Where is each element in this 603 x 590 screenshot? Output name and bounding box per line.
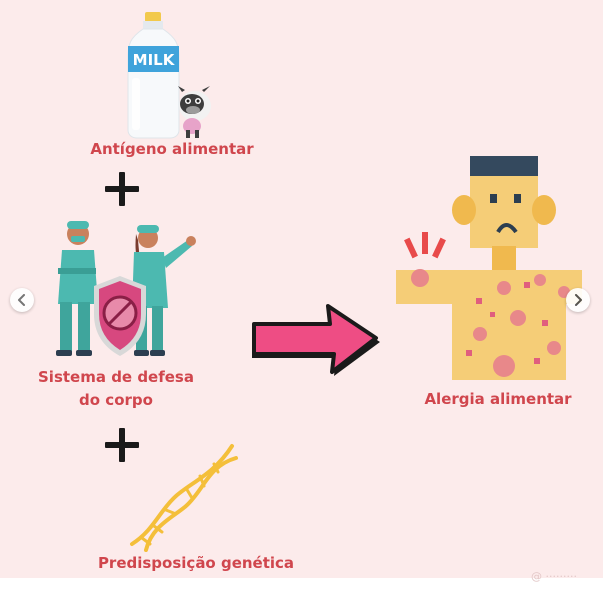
plus-icon xyxy=(105,172,139,206)
carousel-prev-button[interactable] xyxy=(10,288,34,312)
genetics-label: Predisposição genética xyxy=(97,554,295,572)
defense-label-line2: do corpo xyxy=(79,391,153,409)
watermark-text: @ ········· xyxy=(531,570,577,583)
chevron-right-icon xyxy=(575,294,582,306)
carousel-next-button[interactable] xyxy=(566,288,590,312)
carousel-slide: MILK Antígeno alimentar xyxy=(0,0,603,578)
dna-helix-icon xyxy=(130,444,238,552)
immune-defense-illustration xyxy=(56,221,196,356)
allergic-person-illustration xyxy=(396,156,582,380)
defense-label-line1: Sistema de defesa xyxy=(38,368,194,386)
chevron-left-icon xyxy=(18,294,25,306)
antigen-label: Antígeno alimentar xyxy=(90,140,254,158)
milk-label-text: MILK xyxy=(133,51,176,69)
milk-bottle-illustration: MILK xyxy=(127,12,211,139)
arrow-right-icon xyxy=(252,304,380,376)
allergy-label: Alergia alimentar xyxy=(424,390,572,408)
plus-icon xyxy=(105,428,139,462)
